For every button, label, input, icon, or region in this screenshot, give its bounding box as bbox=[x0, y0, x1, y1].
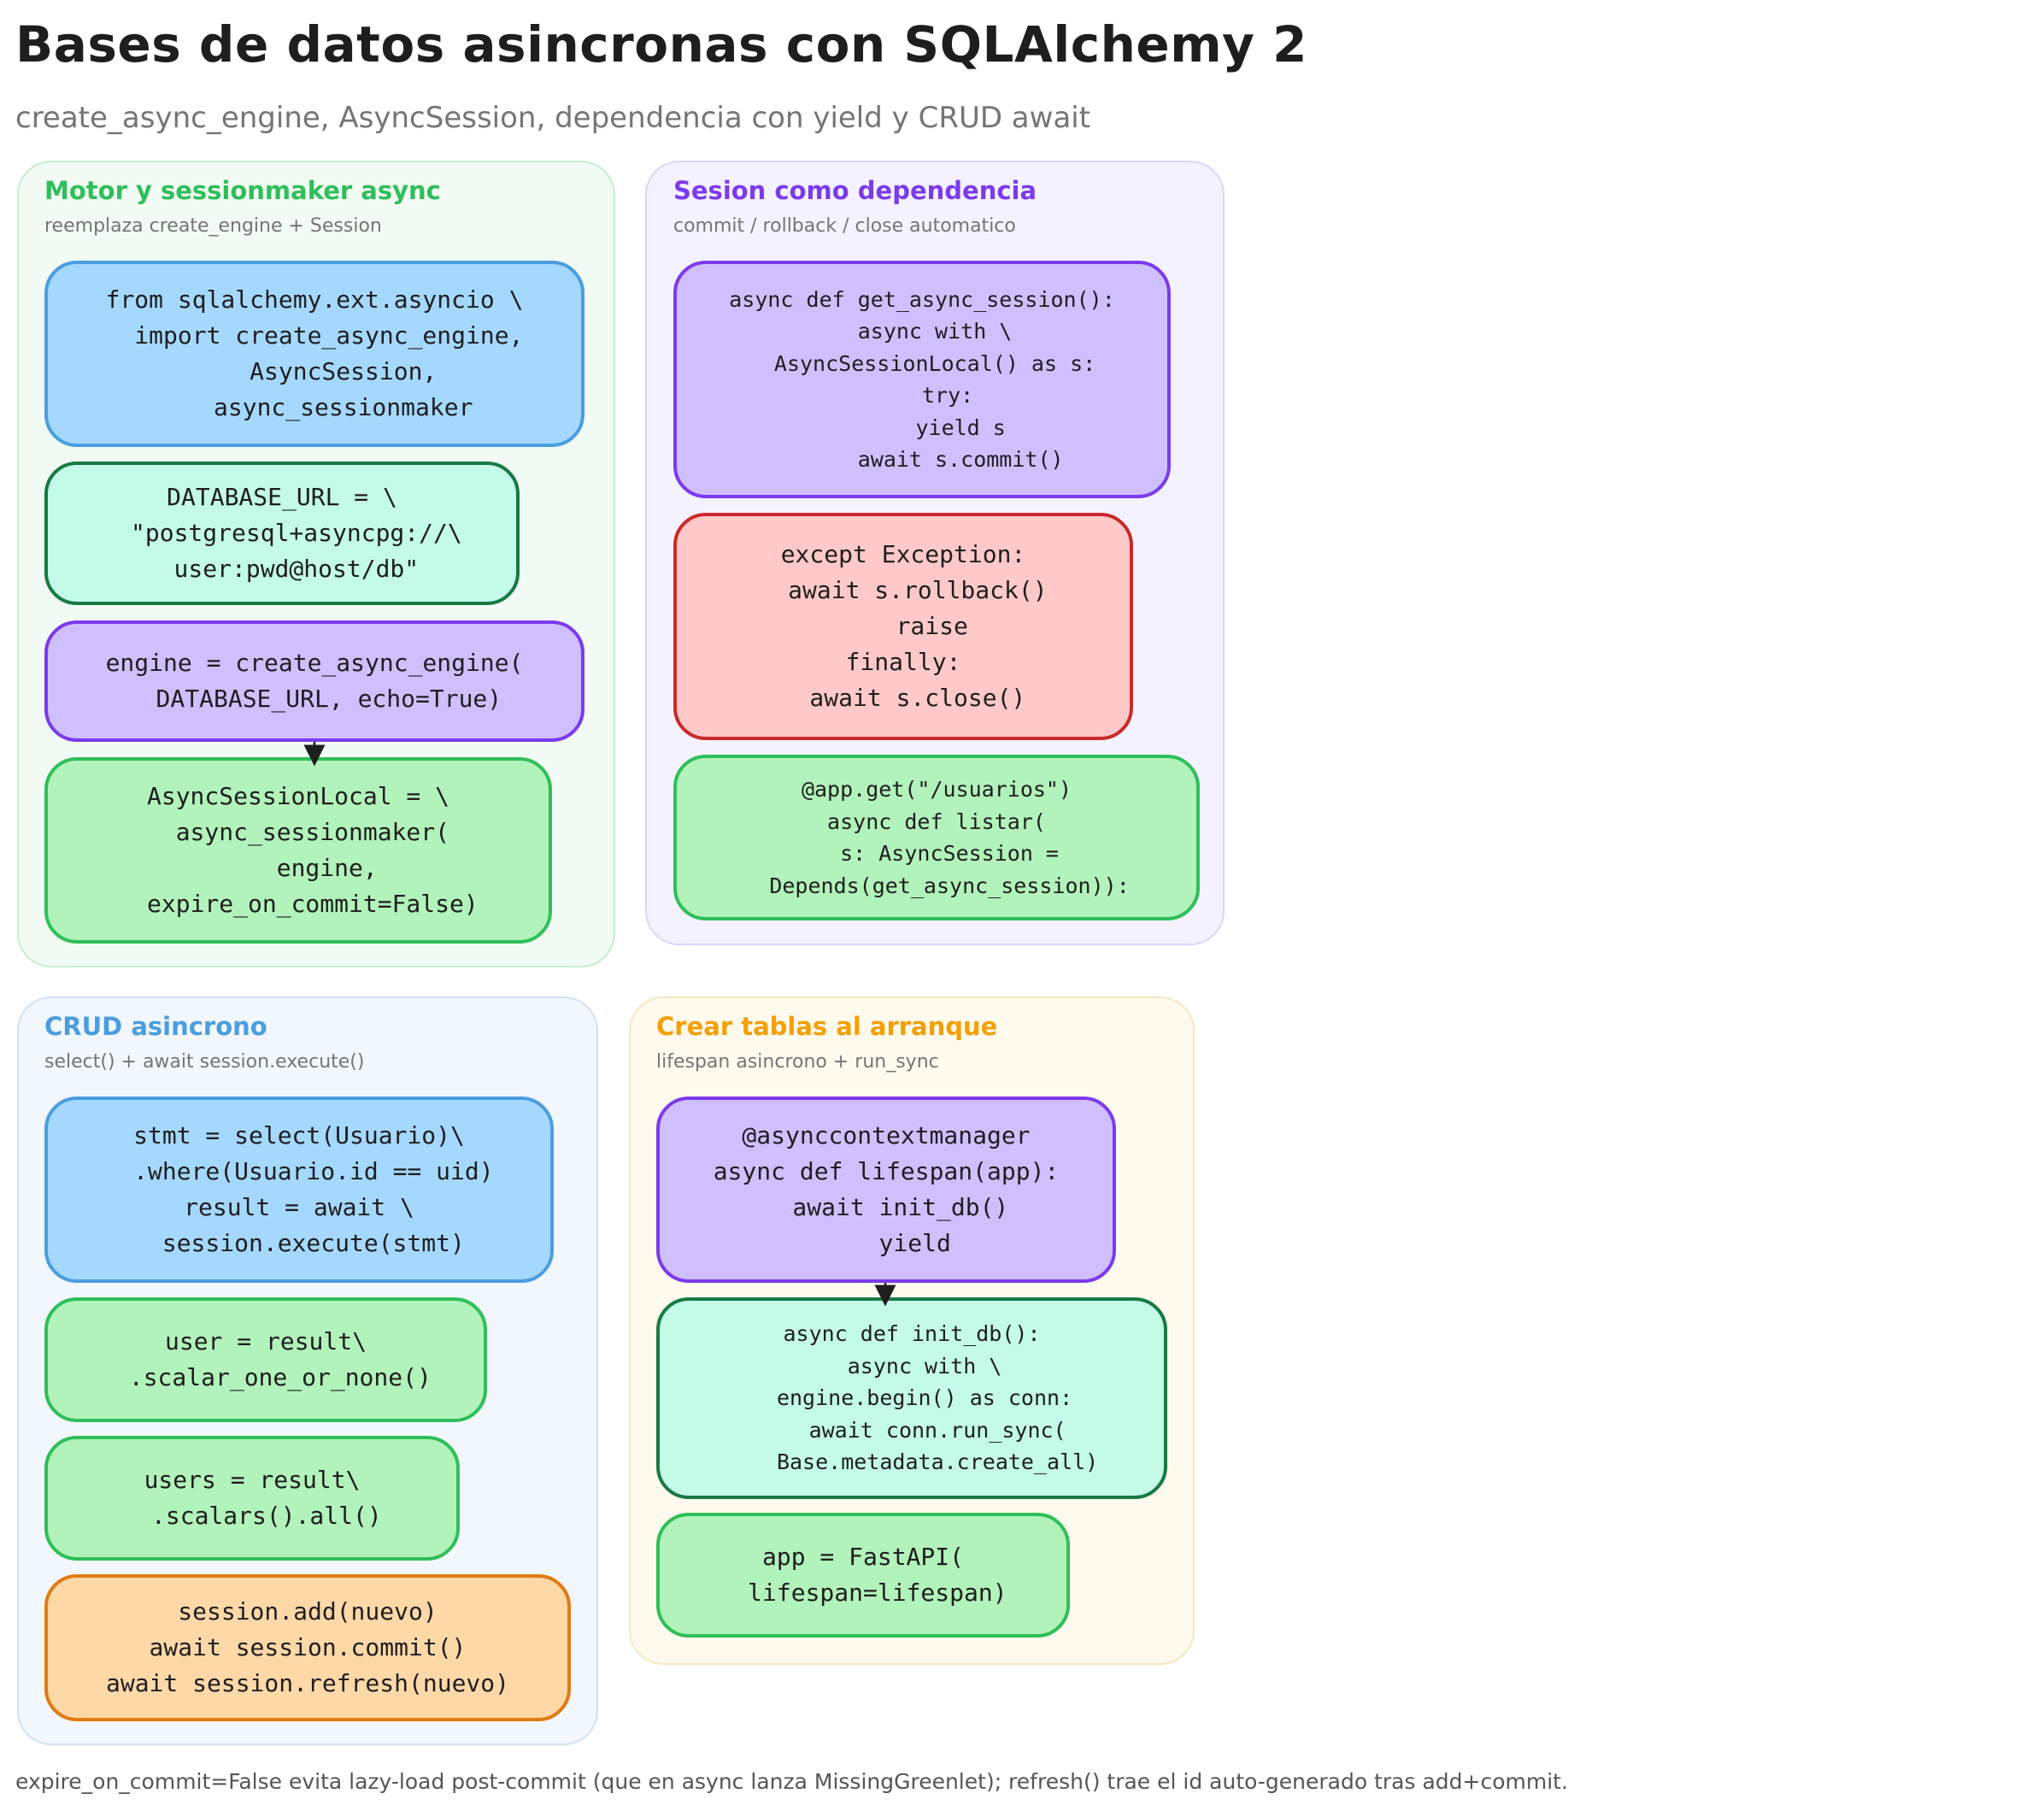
scalar-one-box: user = result\ .scalar_one_or_none() bbox=[44, 1297, 487, 1422]
group-engine-subtitle: reemplaza create_engine + Session bbox=[44, 215, 382, 237]
fastapi-app-box: app = FastAPI( lifespan=lifespan) bbox=[656, 1513, 1070, 1638]
group-session-subtitle: commit / rollback / close automatico bbox=[673, 215, 1016, 237]
group-lifespan-subtitle: lifespan asincrono + run_sync bbox=[656, 1051, 939, 1073]
group-session-title: Sesion como dependencia bbox=[673, 176, 1037, 205]
add-commit-refresh-code: session.add(nuevo) await session.commit(… bbox=[105, 1597, 509, 1697]
database-url-code: DATABASE_URL = \ "postgresql+asyncpg://\… bbox=[130, 483, 462, 583]
import-async-code: from sqlalchemy.ext.asyncio \ import cre… bbox=[105, 285, 524, 421]
page-title: Bases de datos asincronas con SQLAlchemy… bbox=[15, 15, 1308, 73]
page-subtitle: create_async_engine, AsyncSession, depen… bbox=[15, 101, 1091, 135]
lifespan-box: @asynccontextmanager async def lifespan(… bbox=[656, 1097, 1116, 1283]
database-url-box: DATABASE_URL = \ "postgresql+asyncpg://\… bbox=[44, 462, 520, 605]
depends-route-code: @app.get("/usuarios") async def listar( … bbox=[769, 777, 1130, 898]
except-finally-code: except Exception: await s.rollback() rai… bbox=[780, 540, 1048, 712]
import-async-box: from sqlalchemy.ext.asyncio \ import cre… bbox=[44, 261, 584, 447]
create-engine-code: engine = create_async_engine( DATABASE_U… bbox=[105, 649, 524, 713]
group-crud-title: CRUD asincrono bbox=[44, 1012, 267, 1041]
create-engine-box: engine = create_async_engine( DATABASE_U… bbox=[44, 620, 584, 742]
footer-note: expire_on_commit=False evita lazy-load p… bbox=[15, 1769, 1568, 1794]
scalar-one-code: user = result\ .scalar_one_or_none() bbox=[128, 1327, 432, 1391]
group-crud-subtitle: select() + await session.execute() bbox=[44, 1051, 365, 1073]
init-db-box: async def init_db(): async with \ engine… bbox=[656, 1297, 1167, 1499]
lifespan-code: @asynccontextmanager async def lifespan(… bbox=[713, 1121, 1060, 1257]
select-execute-code: stmt = select(Usuario)\ .where(Usuario.i… bbox=[133, 1121, 494, 1257]
group-engine-title: Motor y sessionmaker async bbox=[44, 176, 441, 205]
fastapi-app-code: app = FastAPI( lifespan=lifespan) bbox=[748, 1543, 1007, 1607]
sessionmaker-code: AsyncSessionLocal = \ async_sessionmaker… bbox=[146, 782, 479, 918]
scalars-all-code: users = result\ .scalars().all() bbox=[144, 1466, 382, 1530]
except-finally-box: except Exception: await s.rollback() rai… bbox=[673, 513, 1133, 740]
depends-route-box: @app.get("/usuarios") async def listar( … bbox=[673, 755, 1200, 920]
add-commit-refresh-box: session.add(nuevo) await session.commit(… bbox=[44, 1574, 571, 1721]
get-async-session-box: async def get_async_session(): async wit… bbox=[673, 261, 1171, 498]
group-lifespan-title: Crear tablas al arranque bbox=[656, 1012, 998, 1041]
get-async-session-code: async def get_async_session(): async wit… bbox=[729, 286, 1115, 473]
init-db-code: async def init_db(): async with \ engine… bbox=[776, 1321, 1099, 1475]
scalars-all-box: users = result\ .scalars().all() bbox=[44, 1436, 460, 1561]
sessionmaker-box: AsyncSessionLocal = \ async_sessionmaker… bbox=[44, 757, 552, 944]
select-execute-box: stmt = select(Usuario)\ .where(Usuario.i… bbox=[44, 1097, 554, 1283]
